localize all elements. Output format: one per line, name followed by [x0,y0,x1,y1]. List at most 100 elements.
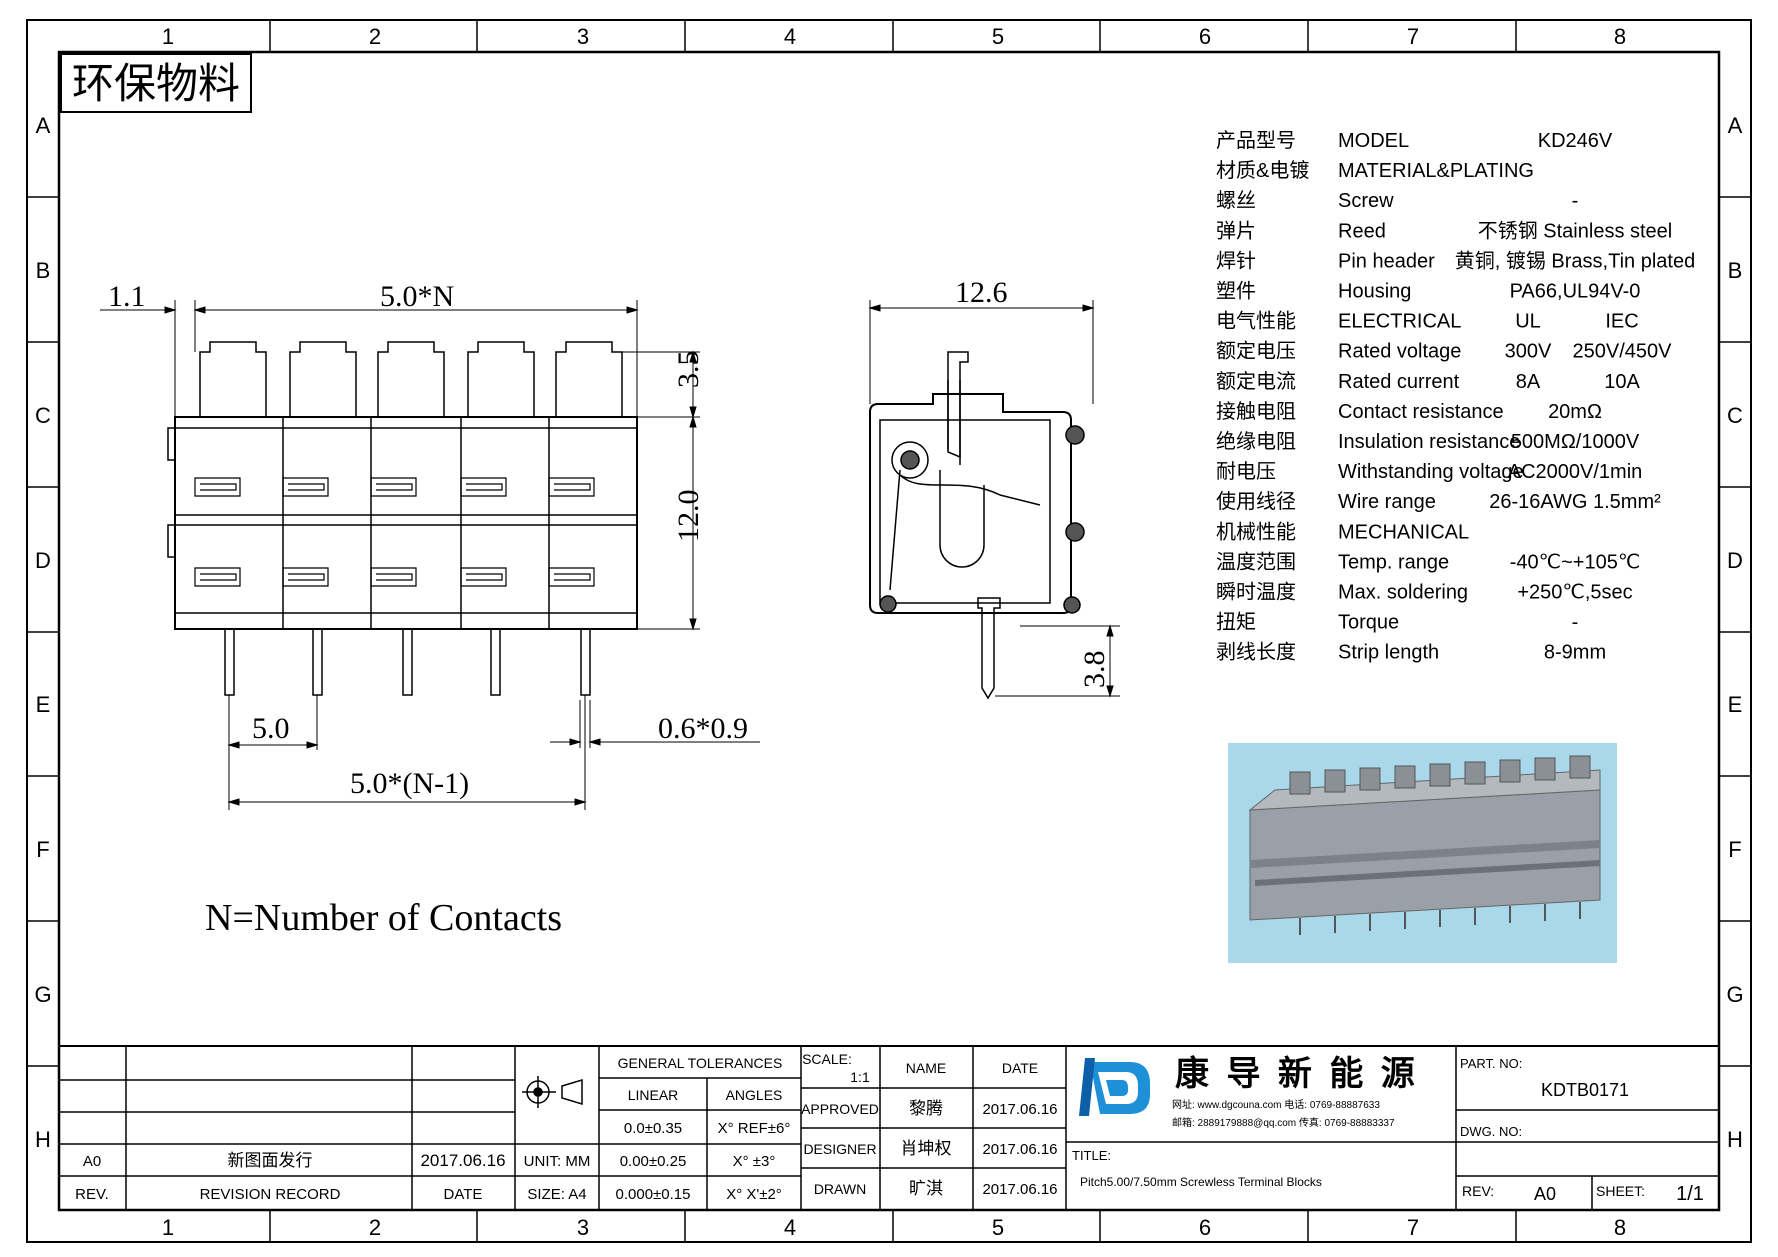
company-name: 康 导 新 能 源 [1175,1054,1419,1093]
spec-label-en: Temp. range [1338,551,1449,573]
spec-label-cn: 电气性能 [1216,310,1296,333]
row-label: G [34,982,51,1007]
spec-value: 26-16AWG 1.5mm² [1489,491,1661,513]
spec-label-cn: 产品型号 [1216,129,1296,152]
column-label: 2 [369,1215,381,1240]
company-contact-1: 网址: www.dgcouna.com 电话: 0769-88887633 [1172,1098,1380,1111]
spec-label-en: MODEL [1338,130,1409,152]
scale-label: SCALE: [802,1051,852,1067]
spec-value-iec: IEC [1605,311,1638,333]
column-label: 4 [784,24,796,49]
spec-value: 黄铜, 镀锡 Brass,Tin plated [1455,249,1695,272]
eco-material-stamp: 环保物料 [60,53,252,113]
spec-label-en: Housing [1338,281,1411,303]
row-label: H [1727,1127,1743,1152]
sheet-label: SHEET: [1596,1183,1645,1199]
dim-pin-length: 3.8 [1078,651,1111,689]
dim-button-height: 3.5 [672,351,705,389]
spec-label-en: ELECTRICAL [1338,311,1461,333]
spec-label-en: Pin header [1338,250,1435,272]
spec-label-en: Max. soldering [1338,582,1468,604]
company-logo-icon [1079,1058,1150,1116]
spec-label-en: Insulation resistance [1338,431,1520,453]
row-label: G [1726,982,1743,1007]
spec-label-cn: 剥线长度 [1216,641,1296,664]
column-label: 8 [1614,1215,1626,1240]
spec-label-en: Torque [1338,612,1399,634]
linear-tol-2: 0.00±0.25 [620,1153,687,1170]
spec-label-en: MATERIAL&PLATING [1338,160,1534,182]
contacts-note: N=Number of Contacts [205,897,562,939]
dim-total-width: 5.0*N [380,280,454,313]
designer-label: DESIGNER [803,1141,876,1157]
spec-label-en: MECHANICAL [1338,521,1469,543]
spec-label-cn: 塑件 [1216,280,1256,303]
row-label: F [36,837,49,862]
spec-label-cn: 接触电阻 [1216,400,1296,423]
dim-pin-pitch: 5.0 [252,712,290,745]
row-label: D [1727,548,1743,573]
spec-value: - [1572,190,1579,212]
product-photo [1228,743,1617,963]
column-label: 8 [1614,24,1626,49]
front-view [167,341,638,696]
spec-label-cn: 额定电流 [1216,370,1296,393]
dim-body-height: 12.0 [672,490,705,543]
date-header: DATE [1002,1060,1038,1076]
date-label: DATE [444,1186,483,1203]
column-label: 4 [784,1215,796,1240]
spec-value: PA66,UL94V-0 [1510,281,1641,303]
side-dimensions [868,300,1120,698]
spec-value: 8A [1516,371,1541,393]
designer-name: 肖坤权 [901,1139,952,1158]
size-text: SIZE: A4 [527,1186,586,1203]
row-label: E [1728,692,1743,717]
company-contact-2: 邮箱: 2889179888@qq.com 传真: 0769-88883337 [1172,1116,1395,1129]
linear-tol-1: 0.0±0.35 [624,1120,682,1137]
column-label: 7 [1407,24,1419,49]
spec-label-en: Wire range [1338,491,1436,513]
spec-label-cn: 绝缘电阻 [1216,430,1296,453]
spec-value-iec: 250V/450V [1573,341,1673,363]
title-label: TITLE: [1072,1148,1111,1163]
part-no-value: KDTB0171 [1541,1080,1629,1100]
spec-value: UL [1515,311,1541,333]
drawn-label: DRAWN [814,1181,866,1197]
spec-label-cn: 耐电压 [1216,460,1276,483]
name-header: NAME [906,1060,946,1076]
spec-label-en: Reed [1338,220,1386,242]
stamp-text: 环保物料 [72,62,240,108]
column-label: 3 [577,1215,589,1240]
sheet-value: 1/1 [1676,1183,1704,1205]
spec-label-cn: 额定电压 [1216,340,1296,363]
solder-pins [224,628,591,696]
column-label: 3 [577,24,589,49]
projection-symbol-icon [522,1076,583,1108]
spec-label-cn: 温度范围 [1216,550,1296,573]
column-label: 6 [1199,24,1211,49]
spec-value: KD246V [1538,130,1613,152]
rev-label-bottom: REV: [1462,1183,1494,1199]
row-label: A [1728,113,1743,138]
row-label: C [35,403,51,428]
spec-value: 8-9mm [1544,642,1606,664]
spec-value: 20mΩ [1548,401,1602,423]
column-label: 1 [162,1215,174,1240]
spec-label-cn: 瞬时温度 [1216,581,1296,604]
spec-label-cn: 焊针 [1216,249,1256,272]
spec-value: - [1572,612,1579,634]
spec-label-en: Withstanding voltage [1338,461,1524,483]
rev-value-bottom: A0 [1534,1184,1556,1204]
front-dimensions [100,300,760,810]
linear-label: LINEAR [628,1087,679,1103]
column-label: 2 [369,24,381,49]
dim-side-width: 12.6 [955,276,1008,309]
spec-label-cn: 机械性能 [1216,520,1296,543]
drawing-title: Pitch5.00/7.50mm Screwless Terminal Bloc… [1080,1175,1322,1189]
spec-value: -40℃~+105℃ [1510,551,1641,573]
record-date: 2017.06.16 [420,1151,505,1170]
spec-label-cn: 弹片 [1216,219,1256,242]
dwg-no-label: DWG. NO: [1460,1124,1522,1139]
record-label: REVISION RECORD [200,1186,341,1203]
